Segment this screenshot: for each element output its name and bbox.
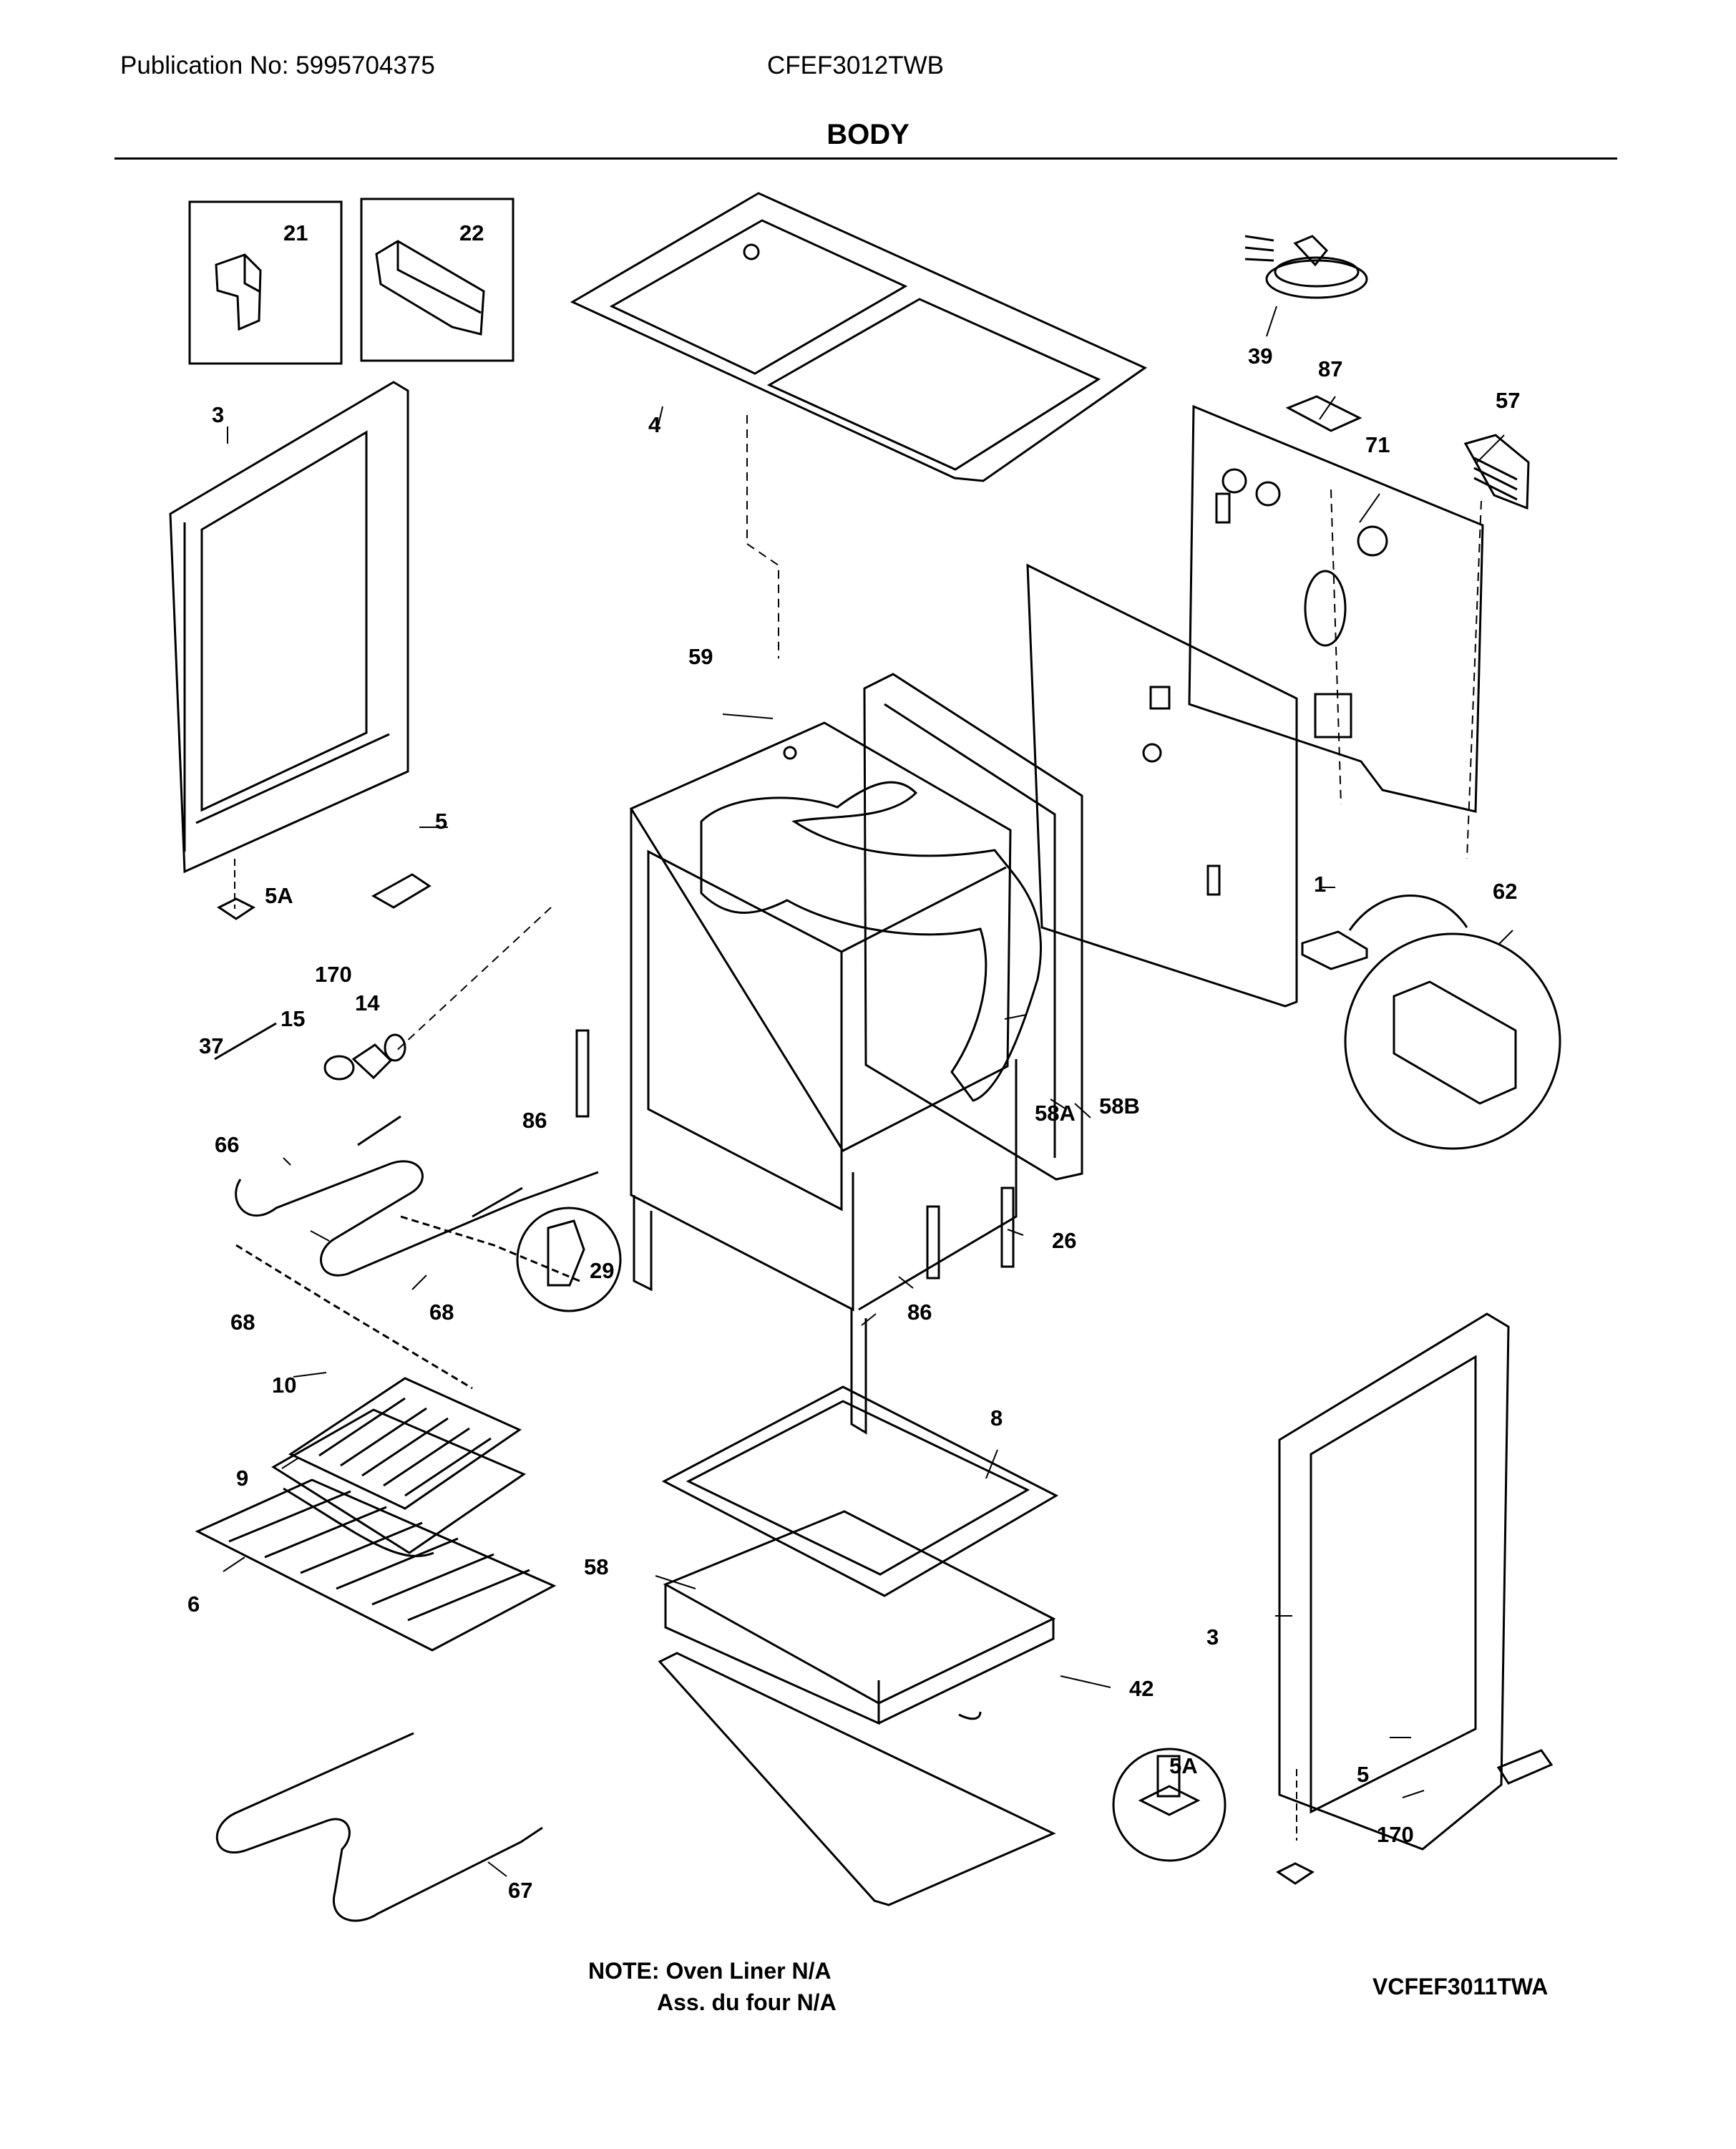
callout-39: 39	[1248, 343, 1272, 369]
page-title: BODY	[826, 119, 910, 150]
callout-59: 59	[688, 644, 713, 669]
callout-57: 57	[1496, 388, 1520, 413]
callout-170-right: 170	[1377, 1822, 1414, 1847]
callout-9: 9	[236, 1466, 248, 1491]
publication-number: Publication No: 5995704375	[120, 52, 435, 79]
callout-3-left: 3	[212, 402, 224, 427]
header-divider	[114, 157, 1617, 160]
callout-1: 1	[1314, 872, 1326, 897]
callout-3-right: 3	[1206, 1624, 1219, 1649]
callout-42: 42	[1129, 1676, 1154, 1701]
top-panel	[570, 192, 1148, 482]
model-number: CFEF3012TWB	[767, 52, 944, 79]
callout-37: 37	[199, 1033, 223, 1058]
oven-bottom	[661, 1385, 1059, 1597]
callout-10: 10	[272, 1373, 296, 1398]
callout-68-right: 68	[429, 1300, 454, 1325]
leader-lines	[223, 306, 1513, 1877]
side-panel-right	[1278, 1312, 1510, 1851]
callout-5-right: 5	[1357, 1762, 1369, 1787]
leveling-leg-left	[217, 873, 431, 920]
callout-86-left: 86	[522, 1108, 547, 1133]
oven-body	[629, 721, 1018, 1435]
insulation-58b	[863, 673, 1083, 1181]
bottom-cover	[658, 1652, 1056, 1906]
callout-21: 21	[283, 220, 308, 245]
callout-66: 66	[215, 1132, 239, 1157]
callout-14: 14	[355, 990, 380, 1015]
broil-pan	[271, 1408, 527, 1557]
callout-68-left: 68	[230, 1310, 255, 1335]
callout-87: 87	[1318, 356, 1342, 381]
callout-29: 29	[590, 1258, 614, 1283]
callout-58a: 58A	[1035, 1101, 1076, 1126]
callout-26: 26	[1052, 1228, 1076, 1253]
note-line-1: NOTE: Oven Liner N/A	[588, 1958, 832, 1984]
callout-5a-right: 5A	[1169, 1753, 1198, 1778]
part-29-inset	[516, 1207, 622, 1312]
callout-5-left: 5	[435, 809, 447, 834]
bake-element	[235, 1160, 599, 1277]
broil-element	[215, 1732, 543, 1922]
wire-68-left	[235, 1244, 473, 1390]
bracket-170-right	[1496, 1749, 1554, 1785]
part-21-inset	[188, 200, 343, 365]
vent-cover	[1463, 434, 1530, 510]
leveling-leg-right	[1112, 1748, 1315, 1885]
callout-5a-left: 5A	[265, 883, 293, 908]
callout-15: 15	[281, 1006, 305, 1031]
note-line-2: Ass. du four N/A	[657, 1989, 837, 2015]
broil-pan-insert	[288, 1377, 522, 1510]
diagram-code: VCFEF3011TWA	[1372, 1974, 1549, 1999]
callout-8: 8	[990, 1405, 1003, 1431]
bracket-86-right	[926, 1205, 940, 1280]
oven-rack	[195, 1478, 557, 1652]
callout-6: 6	[187, 1592, 200, 1617]
oven-light	[214, 1022, 406, 1081]
back-panel	[1188, 404, 1484, 813]
power-cord	[1244, 235, 1368, 299]
side-panel-left	[169, 381, 409, 874]
wire-68-right	[400, 1215, 580, 1282]
callout-22: 22	[459, 220, 484, 245]
terminal-block	[1301, 895, 1561, 1150]
inner-back-panel	[1026, 563, 1298, 1008]
bracket-86-left	[575, 1029, 590, 1118]
insulation-58a	[700, 781, 1042, 1102]
bracket-26	[1000, 1186, 1015, 1268]
part-22-inset	[360, 198, 515, 362]
callout-67: 67	[508, 1878, 532, 1903]
plate-87	[1285, 395, 1362, 432]
bake-element-bracket	[357, 1115, 523, 1218]
callout-71: 71	[1365, 432, 1390, 457]
callout-86-right: 86	[907, 1300, 932, 1325]
callout-58b: 58B	[1099, 1093, 1140, 1119]
insulation-58	[663, 1510, 1056, 1725]
callout-62: 62	[1493, 879, 1517, 904]
callout-170-left: 170	[315, 962, 352, 987]
callout-4: 4	[648, 412, 661, 437]
callout-58: 58	[584, 1554, 608, 1579]
